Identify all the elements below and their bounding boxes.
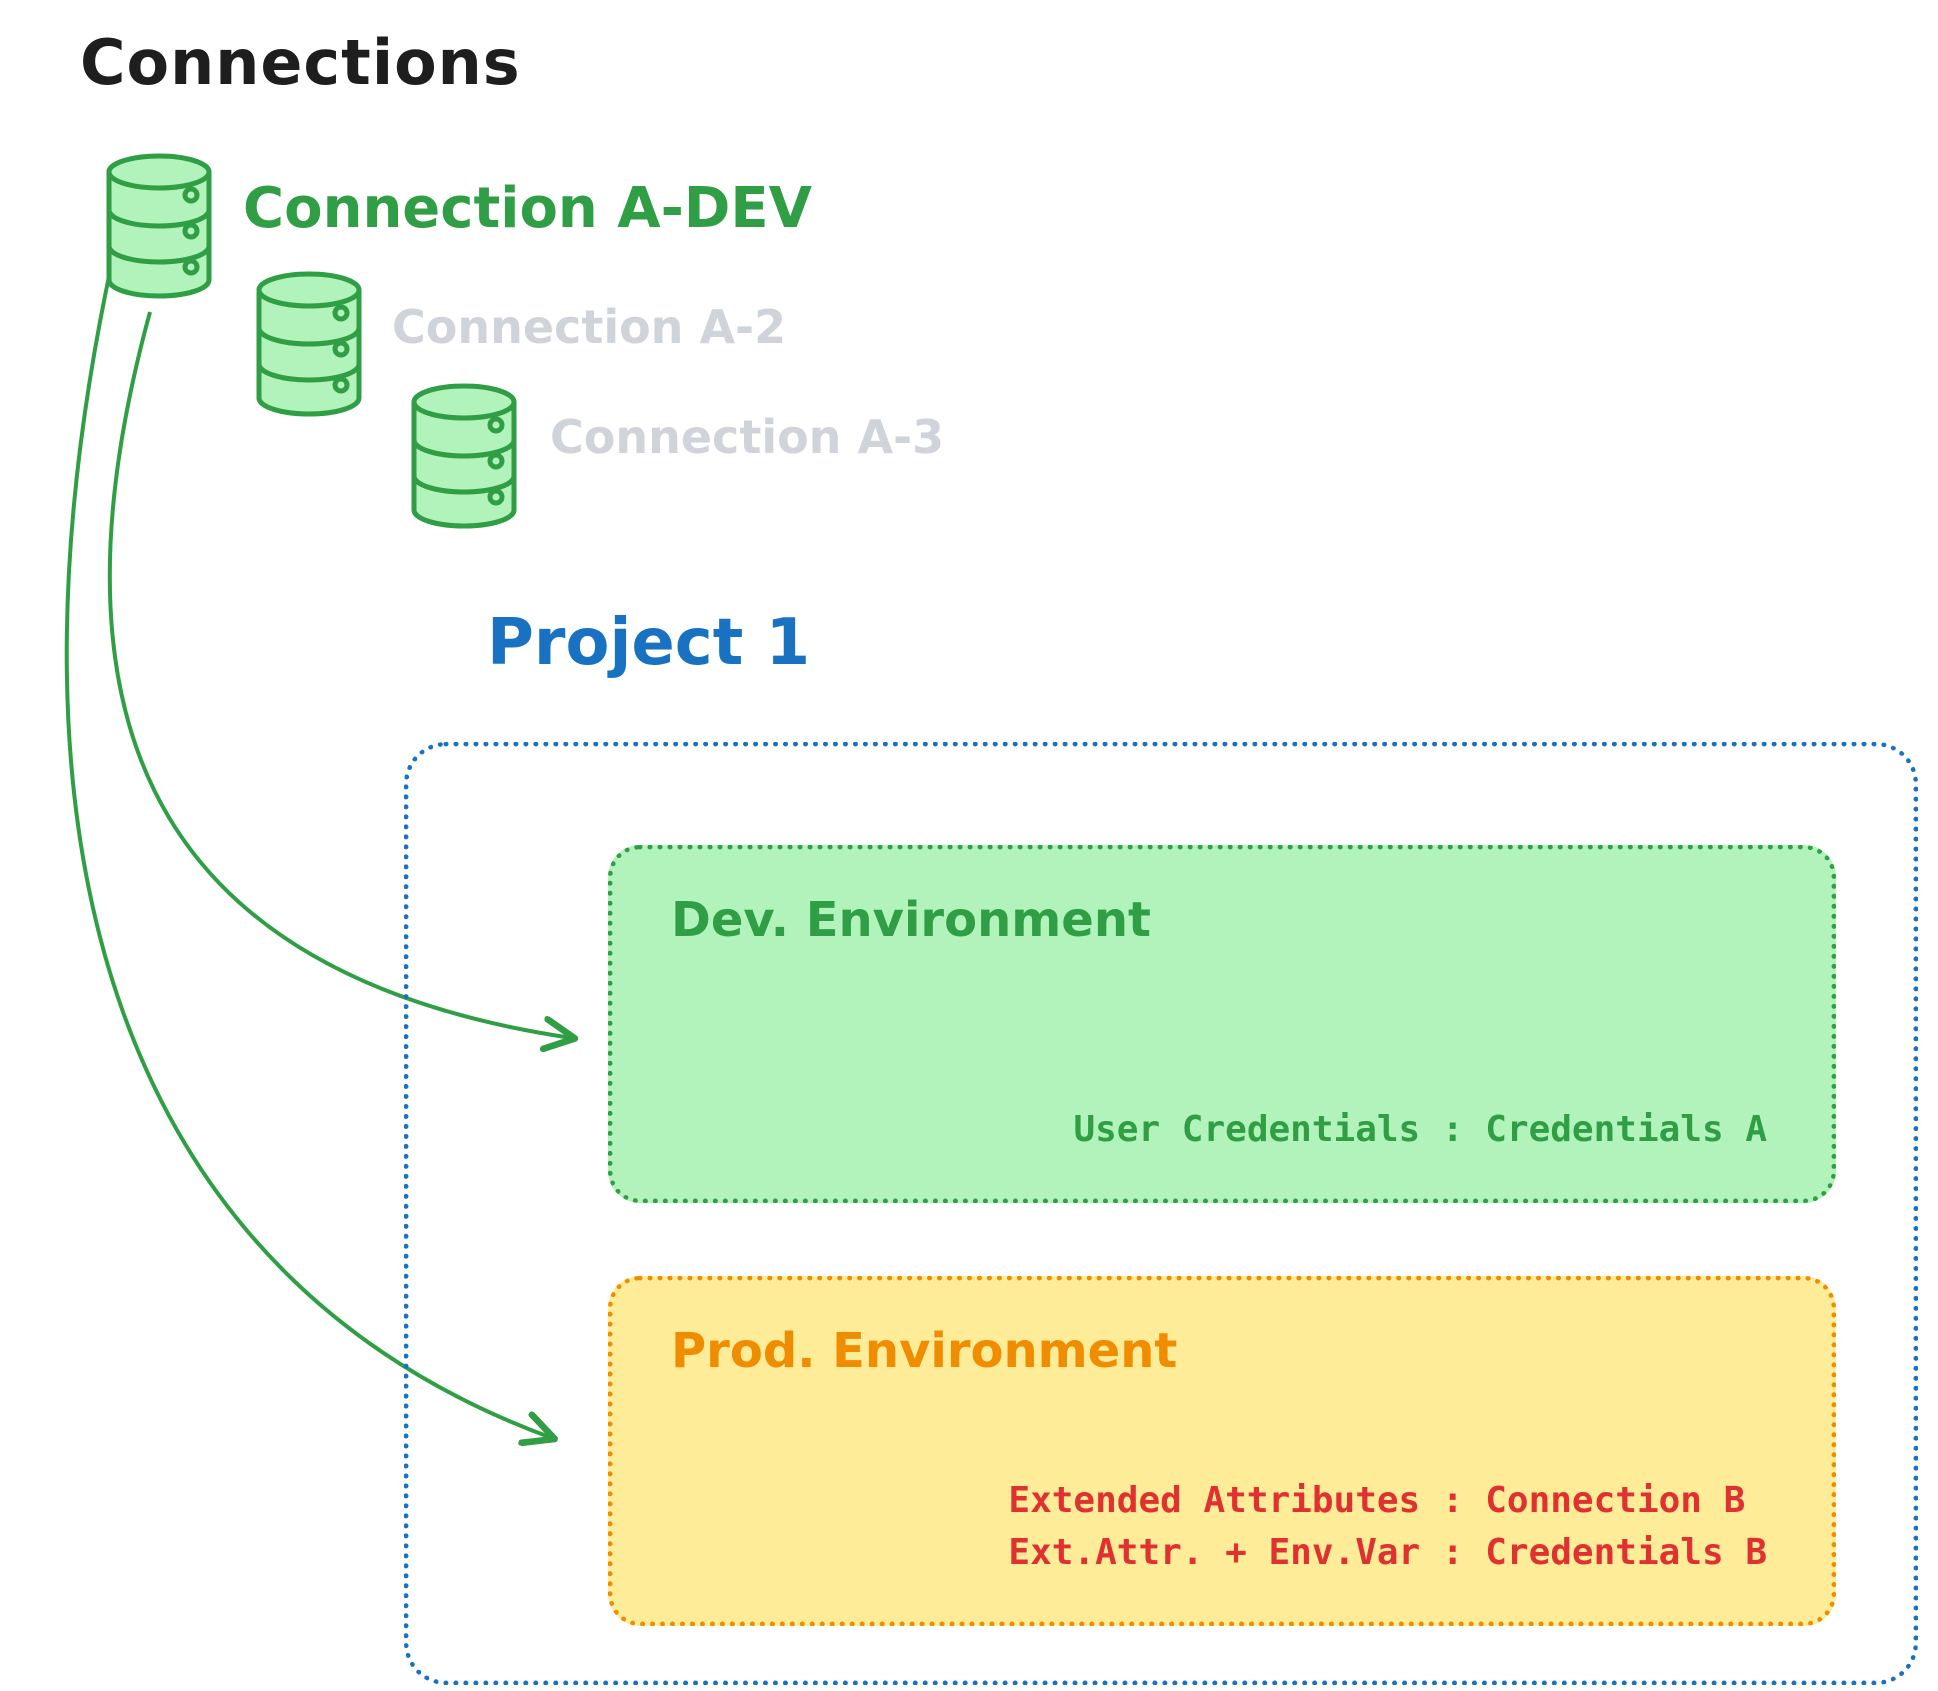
connection-a-2-label: Connection A-2 bbox=[392, 300, 787, 354]
dev-environment-title: Dev. Environment bbox=[671, 892, 1151, 948]
project-1-container bbox=[404, 742, 1918, 1685]
project-title: Project 1 bbox=[487, 606, 811, 680]
database-icon-a-2 bbox=[253, 268, 365, 420]
dev-environment-details: User Credentials : Credentials A bbox=[1073, 1104, 1767, 1156]
prod-environment-details: Extended Attributes : Connection B Ext.A… bbox=[1008, 1475, 1767, 1579]
database-icon-a-dev bbox=[103, 150, 215, 302]
database-icon-a-3 bbox=[408, 380, 520, 532]
prod-environment-box: Prod. Environment Extended Attributes : … bbox=[608, 1276, 1836, 1626]
dev-environment-box: Dev. Environment User Credentials : Cred… bbox=[608, 845, 1836, 1203]
connection-a-3-label: Connection A-3 bbox=[550, 410, 945, 464]
connection-a-dev-label: Connection A-DEV bbox=[243, 176, 812, 241]
prod-ext-attr-env-var-line: Ext.Attr. + Env.Var : Credentials B bbox=[1008, 1531, 1767, 1573]
prod-extended-attributes-line: Extended Attributes : Connection B bbox=[1008, 1479, 1746, 1521]
dev-credentials-line: User Credentials : Credentials A bbox=[1073, 1108, 1767, 1150]
prod-environment-title: Prod. Environment bbox=[671, 1323, 1178, 1379]
diagram-title: Connections bbox=[80, 26, 521, 99]
